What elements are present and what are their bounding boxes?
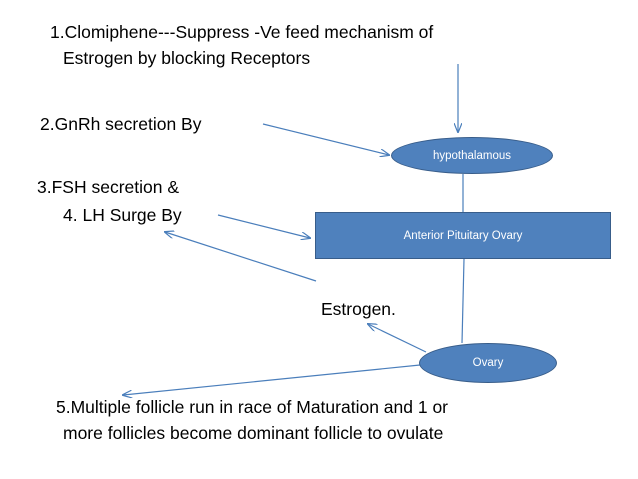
arrow-gnrh-to-hypothalamus: [262, 123, 389, 155]
arrow-to-fsh-lh: [165, 232, 317, 282]
clomiphene-text-continued: Estrogen by blocking Receptors: [63, 48, 311, 68]
hypothalamus-label: hypothalamous: [433, 149, 511, 162]
hypothalamus-ellipse: hypothalamous: [391, 137, 553, 174]
clomiphene-text: 1.Clomiphene---Suppress -Ve feed mechani…: [50, 22, 434, 42]
gnrh-secretion-text: 2.GnRh secretion By: [40, 114, 202, 134]
anterior-pituitary-label: Anterior Pituitary Ovary: [403, 229, 523, 242]
lh-surge-text: 4. LH Surge By: [63, 205, 182, 225]
estrogen-label: Estrogen.: [321, 299, 396, 319]
connector-pituitary-to-ovary: [461, 258, 465, 344]
ovary-ellipse: Ovary: [419, 343, 557, 383]
arrow-ovary-to-estrogen: [368, 324, 427, 353]
ovary-label: Ovary: [472, 357, 504, 369]
arrow-lh-to-pituitary: [217, 214, 310, 238]
fsh-secretion-text: 3.FSH secretion &: [37, 177, 179, 197]
anterior-pituitary-box: Anterior Pituitary Ovary: [315, 212, 611, 259]
follicle-text: 5.Multiple follicle run in race of Matur…: [56, 397, 449, 417]
arrow-ovary-to-follicles: [123, 364, 421, 395]
follicle-text-continued: more follicles become dominant follicle …: [63, 423, 444, 443]
